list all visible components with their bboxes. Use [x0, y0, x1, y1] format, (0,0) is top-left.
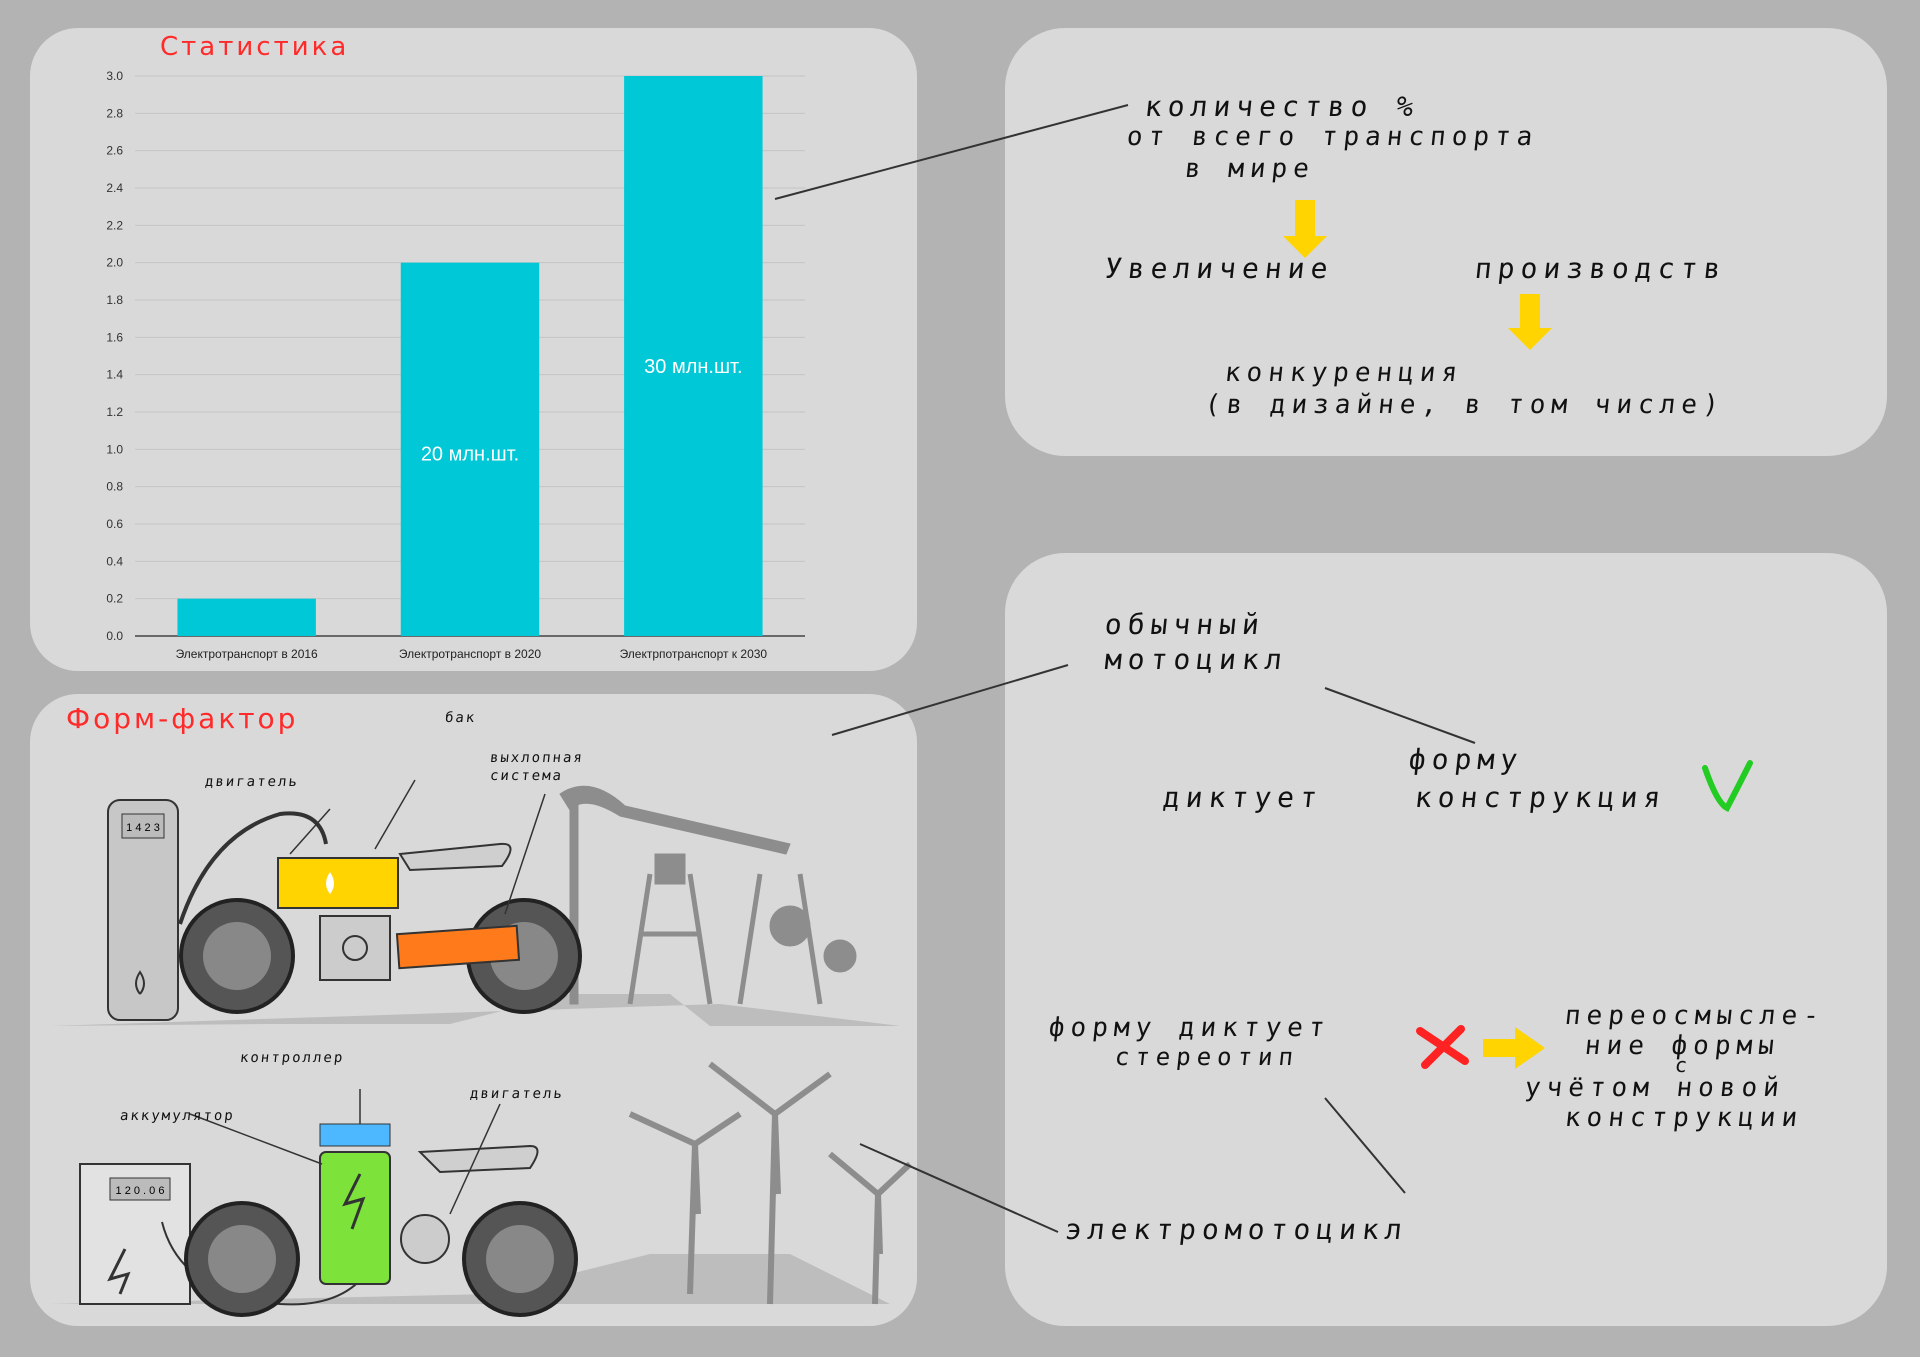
down-arrow-icon: [1508, 294, 1552, 350]
check-icon: [1702, 760, 1753, 813]
ground-shadow-top: [50, 994, 900, 1026]
x-tick-label: Электрпотранспорт к 2030: [620, 647, 768, 661]
pump-display-text: 1 4 2 3: [126, 822, 160, 834]
oil-pump-icon: [559, 785, 857, 1005]
charging-station-icon: 1 2 0 . 0 6: [79, 1163, 381, 1306]
form-factor-panel: Форм-фактор 1 4 2 3: [30, 694, 917, 1326]
charger-display-text: 1 2 0 . 0 6: [116, 1185, 165, 1197]
notes-top-arrows: [1283, 200, 1552, 350]
y-tick-label: 0.6: [106, 517, 123, 531]
y-tick-label: 0.8: [106, 480, 123, 494]
y-tick-label: 0.4: [106, 554, 123, 568]
fuel-motorcycle-icon: [178, 779, 582, 1014]
y-tick-label: 2.8: [106, 106, 123, 120]
statistics-panel: Статистика 0.0 0.2 0.4 0.6 0.8 1.0 1.2 1.4 1.6 1.…: [30, 28, 917, 671]
x-tick-label: Электротранспорт в 2016: [176, 647, 318, 661]
motor-icon: [400, 1214, 450, 1264]
bar: [177, 598, 316, 636]
x-tick-label: Электротранспорт в 2020: [399, 647, 541, 661]
data-label: 30 млн.шт.: [644, 356, 742, 378]
bar: [400, 262, 540, 636]
down-arrow-icon: [1283, 200, 1327, 258]
y-tick-label: 2.2: [106, 218, 123, 232]
fuel-pump-icon: 1 4 2 3: [107, 799, 179, 1021]
label-battery: аккумулятор: [119, 1108, 236, 1124]
connector-line: [1324, 1097, 1406, 1194]
connector-line: [1324, 687, 1476, 744]
y-tick-label: 0.2: [106, 592, 123, 606]
exhaust-icon: [395, 924, 521, 970]
notes-bottom-panel: обычный мотоцикл форму диктует конструкц…: [1005, 553, 1887, 1326]
fuel-tank-icon: [277, 857, 399, 909]
y-tick-label: 1.6: [106, 330, 123, 344]
wind-turbines-icon: [628, 1061, 913, 1305]
motorcycle-sketches: 1 4 2 3 1 2 0: [50, 779, 913, 1317]
notes-bottom-marks: [1324, 687, 1753, 1194]
bar: [624, 76, 763, 636]
y-tick-label: 3.0: [106, 69, 123, 83]
label-tank: бак: [444, 710, 478, 726]
y-tick-label: 0.0: [106, 629, 123, 643]
label-exhaust-2: система: [489, 768, 564, 784]
label-engine-top: двигатель: [204, 774, 300, 790]
engine-icon: [319, 915, 391, 981]
data-label: 20 млн.шт.: [421, 444, 519, 466]
bar-chart: 0.0 0.2 0.4 0.6 0.8 1.0 1.2 1.4 1.6 1.8 2.0 2.2 2.4 2…: [106, 69, 805, 661]
electric-motorcycle-icon: [184, 1089, 578, 1317]
label-engine-bottom: двигатель: [469, 1086, 565, 1102]
y-tick-label: 2.0: [106, 256, 123, 270]
label-controller: контроллер: [239, 1050, 346, 1066]
y-tick-label: 1.4: [106, 368, 123, 382]
cross-icon: [1416, 1025, 1469, 1069]
controller-icon: [319, 1123, 391, 1147]
right-arrow-icon: [1483, 1027, 1545, 1069]
y-tick-label: 2.6: [106, 144, 123, 158]
y-tick-label: 1.0: [106, 442, 123, 456]
y-tick-label: 2.4: [106, 181, 123, 195]
y-tick-label: 1.2: [106, 405, 123, 419]
statistics-title: Статистика: [160, 32, 350, 62]
form-factor-title: Форм-фактор: [66, 702, 299, 735]
notes-top-panel: количество % от всего транспорта в мире …: [1005, 28, 1887, 456]
ground-shadow-bottom: [50, 1254, 890, 1304]
y-tick-label: 1.8: [106, 293, 123, 307]
label-exhaust-1: выхлопная: [489, 750, 585, 766]
